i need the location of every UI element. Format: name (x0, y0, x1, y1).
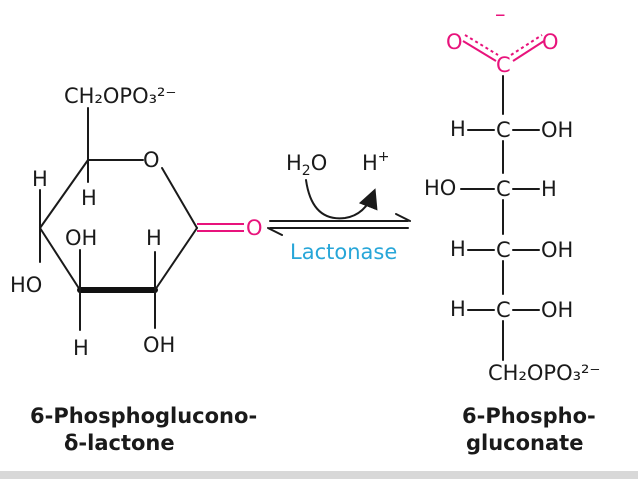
gluconate-row: H C OH (450, 117, 573, 142)
lactone-h-bottom: H (73, 336, 89, 360)
gluconate-name-line1: 6-Phospho- (462, 404, 596, 428)
carboxylate-delocalized-left (464, 34, 499, 56)
lactone-ho-left: HO (10, 273, 42, 297)
row-right-group: H (541, 177, 557, 201)
lactone-c4-c3-bond (39, 227, 81, 291)
row-left-group: H (450, 237, 466, 261)
lactone-name-line1: 6-Phosphoglucono- (30, 404, 257, 428)
lactone-ring-o-c1-bond (161, 167, 198, 229)
row-left-group: HO (424, 176, 456, 200)
row-carbon: C (496, 118, 511, 142)
row-carbon: C (496, 298, 511, 322)
lactone-name-line2: δ-lactone (64, 431, 175, 455)
proton-label: H+ (362, 149, 390, 175)
lactone-carbonyl-oxygen: O (246, 216, 263, 240)
lactone-ring-oxygen: O (143, 148, 160, 172)
row-left-group: H (450, 117, 466, 141)
lactone-c5-c4-bond (39, 159, 89, 229)
gluconate-row: H C OH (450, 237, 573, 262)
lactone-h-upper-left: H (32, 167, 48, 191)
carboxylate-carbon: C (496, 53, 511, 77)
gluconate-row: H C OH (450, 297, 573, 322)
gluconate-name-line2: gluconate (466, 431, 583, 455)
carboxylate-delocalized-right (510, 34, 543, 56)
carboxylate-charge: – (495, 2, 506, 26)
water-label: H2O (286, 151, 327, 179)
row-carbon: C (496, 177, 511, 201)
gluconate-structure: – O O C H C OH HO C H H C OH (424, 2, 601, 455)
reaction-arrows: H2O H+ Lactonase (267, 149, 411, 264)
reverse-arrow-head (267, 227, 283, 236)
row-right-group: OH (541, 238, 573, 262)
enzyme-lactonase-label: Lactonase (290, 240, 397, 264)
row-right-group: OH (541, 298, 573, 322)
gluconate-row: HO C H (424, 176, 557, 201)
carboxylate-bond-right (512, 40, 545, 62)
row-right-group: OH (541, 118, 573, 142)
carboxylate-oxygen-right: O (542, 30, 559, 54)
row-carbon: C (496, 238, 511, 262)
lactone-h-inner: H (81, 186, 97, 210)
gluconate-ch2opo3-label: CH₂OPO₃²⁻ (488, 361, 601, 385)
lactone-structure: CH₂OPO₃²⁻ O O H HO H OH H H OH 6-Phospho… (10, 84, 263, 455)
forward-arrow-head (395, 213, 411, 222)
lactone-ch2opo3-label: CH₂OPO₃²⁻ (64, 84, 177, 108)
lactone-oh-bottom: OH (143, 333, 175, 357)
row-left-group: H (450, 297, 466, 321)
carboxylate-oxygen-left: O (446, 30, 463, 54)
curved-hydrolysis-arrow (305, 179, 378, 220)
lactone-h-right: H (146, 226, 162, 250)
carboxylate-bond-left (462, 40, 497, 62)
lactone-oh-inner: OH (65, 226, 97, 250)
bottom-divider (0, 471, 638, 479)
lactone-c2-c1-bond (154, 227, 198, 291)
